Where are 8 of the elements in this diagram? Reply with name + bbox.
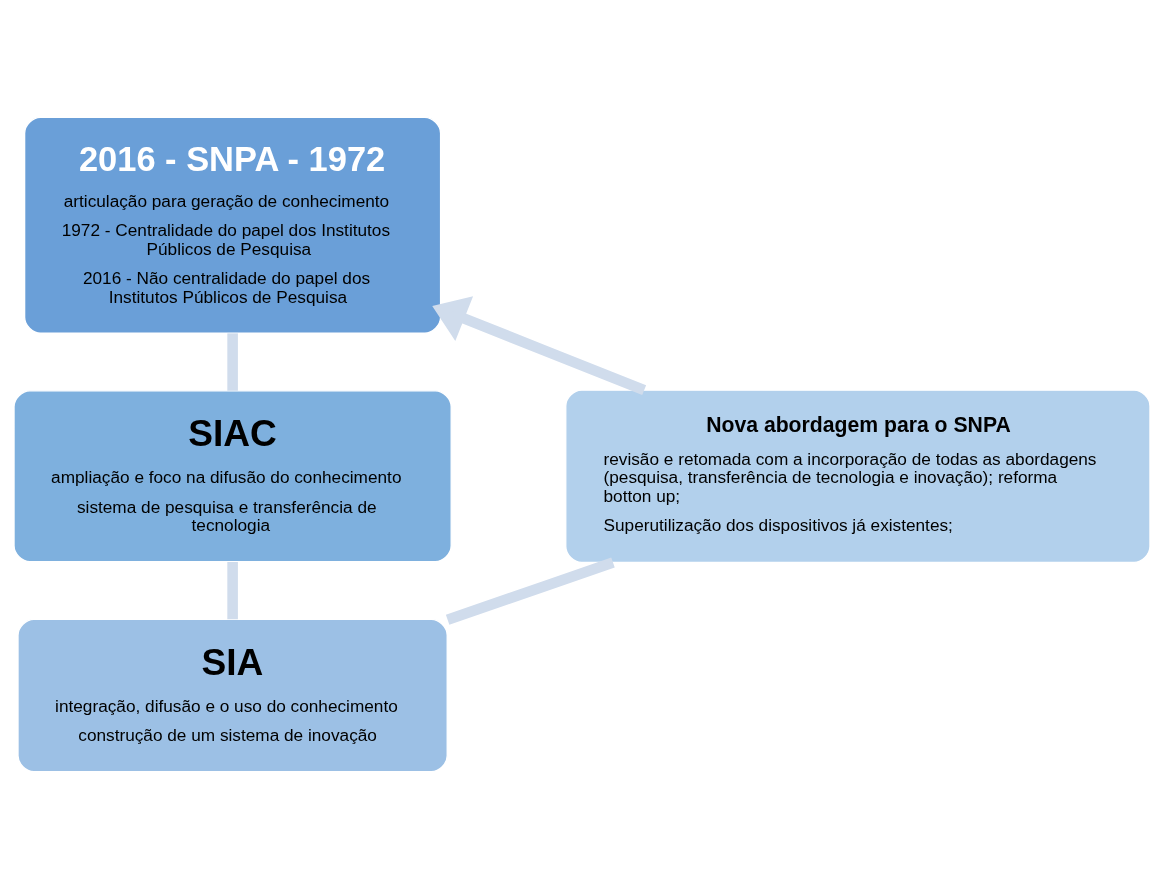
- connector: [227, 332, 238, 391]
- node-box: Nova abordagem para o SNPA revisão e retomada com a incorporação de todas as abordagens (pesquisa, transferência de tecnologia e inovação); reforma botton up; Superutilização dos dispositivos já existentes;: [565, 389, 1151, 563]
- connector: [445, 556, 615, 625]
- node-box: SIA integração, difusão e o uso do conhecimento construção de um sistema de inovação: [17, 618, 448, 772]
- connector: [227, 561, 238, 619]
- node-box: SIAC ampliação e foco na difusão do conhecimento sistema de pesquisa e transferência de tecnologia: [13, 389, 452, 562]
- node-box: 2016 - SNPA - 1972 articulação para geração de conhecimento 1972 - Centralidade do papel dos Institutos Públicos de Pesquisa 2016 - Não centralidade do papel dos Institutos Públicos de Pesquisa: [23, 116, 442, 334]
- arrow: [432, 295, 647, 395]
